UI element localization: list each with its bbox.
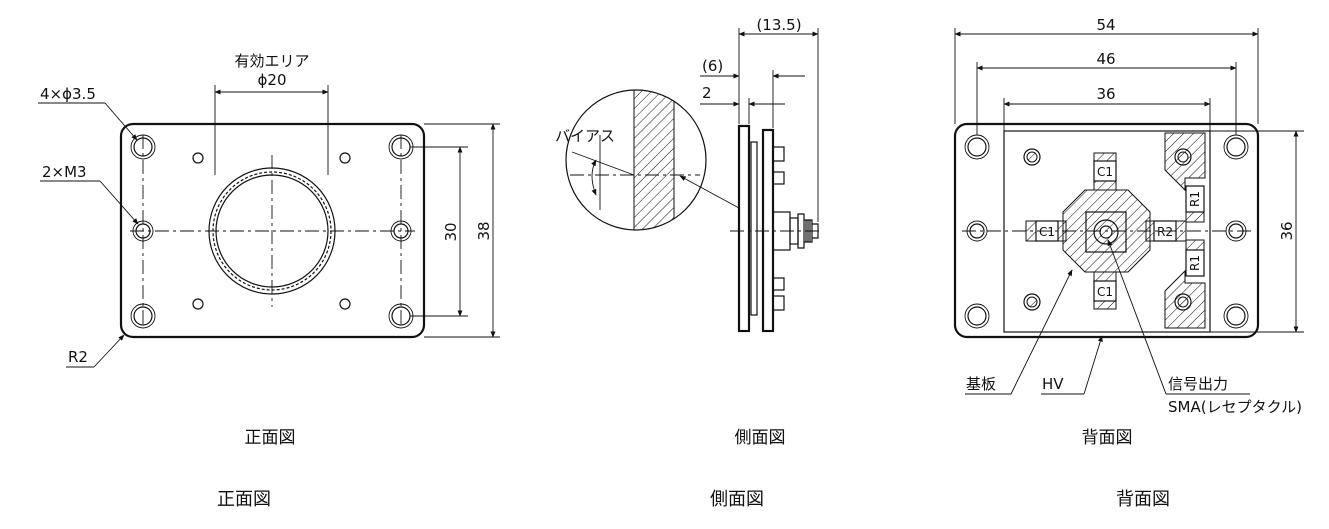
back-caption-lower: 背面図 <box>1116 489 1170 510</box>
signal-output-label: 信号出力 <box>1168 375 1228 393</box>
dim-30: 30 <box>442 222 460 241</box>
back-plate <box>953 122 1260 339</box>
front-view: 有効エリア ϕ20 4×ϕ3.5 2×M3 R2 30 38 正面図 <box>38 52 500 448</box>
front-plate <box>119 122 426 339</box>
dim-6: (6) <box>702 57 723 75</box>
side-caption: 側面図 <box>735 428 786 448</box>
hv-label: HV <box>1042 375 1064 393</box>
active-area-label: 有効エリア <box>234 52 309 70</box>
active-area-diameter: ϕ20 <box>258 71 287 89</box>
dim-2: 2 <box>702 84 712 102</box>
front-caption-lower: 正面図 <box>217 489 271 510</box>
r2-label: R2 <box>1157 225 1173 239</box>
side-caption-lower: 側面図 <box>710 489 764 510</box>
dim-46: 46 <box>1096 50 1115 68</box>
substrate-board <box>1003 130 1211 333</box>
r1-upper: R1 <box>1188 191 1202 207</box>
back-caption: 背面図 <box>1082 428 1133 448</box>
radius-label: R2 <box>68 348 88 366</box>
c1-left: C1 <box>1039 225 1055 239</box>
c1-bottom: C1 <box>1097 285 1113 299</box>
center-pad <box>1062 189 1151 273</box>
side-view: (13.5) (6) 2 バイアス 側面図 <box>555 16 822 448</box>
detail-bias-circle: バイアス <box>555 89 740 231</box>
dim-54: 54 <box>1096 16 1115 34</box>
side-front-plate <box>737 124 751 333</box>
dim-36-horizontal: 36 <box>1096 85 1115 103</box>
side-back-plate <box>761 128 775 333</box>
c1-top: C1 <box>1097 165 1113 179</box>
bias-label: バイアス <box>555 127 615 145</box>
front-small-holes <box>192 152 351 310</box>
dim-36-vertical: 36 <box>1278 221 1296 240</box>
back-view: C1 C1 C1 R2 R1 R1 54 46 36 <box>953 16 1304 448</box>
r1-lower: R1 <box>1188 255 1202 271</box>
front-caption: 正面図 <box>245 428 296 448</box>
screws-label: 2×M3 <box>42 163 87 181</box>
holes-label: 4×ϕ3.5 <box>40 85 96 103</box>
sma-label: SMA(レセプタクル) <box>1168 398 1302 416</box>
dim-38: 38 <box>475 221 493 240</box>
substrate-label: 基板 <box>966 375 996 393</box>
dim-13-5: (13.5) <box>756 16 801 34</box>
